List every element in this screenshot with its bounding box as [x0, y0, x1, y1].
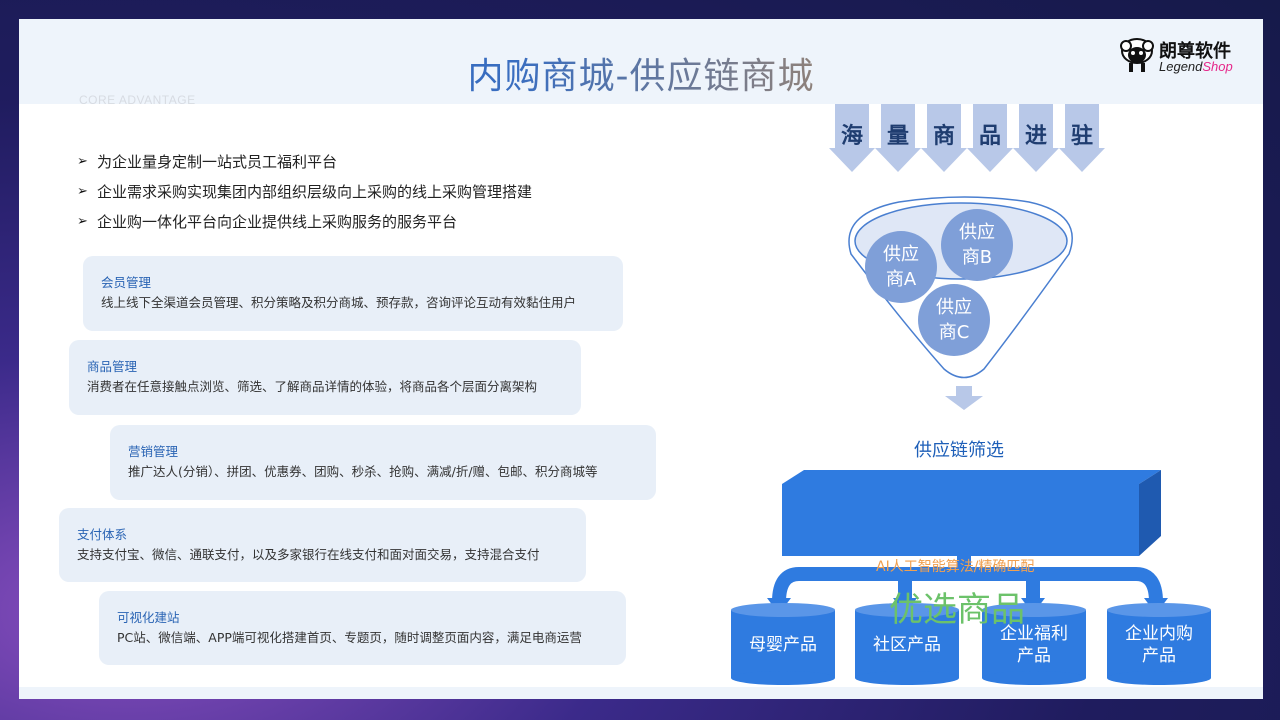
- bullet-list: ➢为企业量身定制一站式员工福利平台 ➢企业需求采购实现集团内部组织层级向上采购的…: [77, 151, 532, 241]
- card-title: 营销管理: [128, 444, 179, 459]
- page-title: 内购商城-供应链商城: [19, 47, 1263, 99]
- ai-label: AI人工智能算法/精确匹配: [876, 559, 1035, 575]
- feature-card-sitebuilder: 可视化建站 PC站、微信端、APP端可视化搭建首页、专题页，随时调整页面内容，满…: [99, 591, 626, 665]
- output-label-community: 社区产品: [873, 635, 941, 655]
- card-title: 会员管理: [101, 275, 152, 290]
- card-desc: 消费者在任意接触点浏览、筛选、了解商品详情的体验，将商品各个层面分离架构: [87, 379, 538, 394]
- sheep-logo-icon: [1120, 38, 1154, 72]
- funnel-graphic: [731, 196, 1211, 685]
- logo-text-en: LegendShop: [1159, 59, 1233, 74]
- top-char: 量: [886, 124, 909, 149]
- company-logo: 朗尊软件 LegendShop: [1117, 35, 1247, 79]
- supply-chain-diagram: 海 量 商 品 进 驻: [699, 104, 1259, 689]
- chevron-down-icon: [875, 104, 921, 172]
- chevron-down-icon: [921, 104, 967, 172]
- top-char: 海: [840, 124, 863, 149]
- card-title: 商品管理: [87, 359, 138, 374]
- supplier-a-label: 供应商A: [883, 244, 919, 290]
- page-subtitle: CORE ADVANTAGE: [79, 93, 196, 107]
- top-char: 进: [1024, 124, 1047, 149]
- output-label-baby: 母婴产品: [749, 635, 817, 655]
- supplier-c-bubble: [918, 284, 990, 356]
- chevron-down-icon: [829, 104, 875, 172]
- feature-card-payment: 支付体系 支持支付宝、微信、通联支付，以及多家银行在线支付和面对面交易，支持混合…: [59, 508, 586, 582]
- cylinder-2: [855, 603, 959, 685]
- card-title: 可视化建站: [117, 610, 180, 625]
- top-char: 驻: [1070, 124, 1093, 149]
- supplier-b-bubble: [941, 209, 1013, 281]
- supplier-c-label: 供应商C: [936, 297, 972, 343]
- cylinder-4: [1107, 603, 1211, 685]
- bullet-item: ➢企业需求采购实现集团内部组织层级向上采购的线上采购管理搭建: [77, 183, 533, 201]
- supplier-a-bubble: [865, 231, 937, 303]
- arrow-down-icon: [945, 386, 983, 410]
- feature-card-product: 商品管理 消费者在任意接触点浏览、筛选、了解商品详情的体验，将商品各个层面分离架…: [69, 340, 581, 415]
- output-label-welfare: 企业福利产品: [1000, 624, 1068, 666]
- card-desc: PC站、微信端、APP端可视化搭建首页、专题页，随时调整页面内容，满足电商运营: [117, 630, 582, 645]
- featured-products-label: 优选商品: [889, 590, 1025, 630]
- chevron-down-icon: [967, 104, 1013, 172]
- feature-card-member: 会员管理 线上线下全渠道会员管理、积分策略及积分商城、预存款，咨询评论互动有效黏…: [83, 256, 623, 331]
- bullet-item: ➢企业购一体化平台向企业提供线上采购服务的服务平台: [77, 213, 458, 231]
- cylinder-1: [731, 603, 835, 685]
- output-label-internal: 企业内购产品: [1125, 624, 1193, 666]
- top-char: 品: [978, 124, 1001, 149]
- top-char: 商: [932, 124, 955, 149]
- card-desc: 支持支付宝、微信、通联支付，以及多家银行在线支付和面对面交易，支持混合支付: [77, 547, 540, 562]
- supplier-b-label: 供应商B: [959, 222, 995, 268]
- filter-label: 供应链筛选: [914, 440, 1004, 461]
- card-title: 支付体系: [77, 527, 128, 542]
- chevron-down-icon: [1013, 104, 1059, 172]
- cylinder-3: [982, 603, 1086, 685]
- feature-card-marketing: 营销管理 推广达人(分销）、拼团、优惠券、团购、秒杀、抢购、满减/折/赠、包邮、…: [110, 425, 656, 500]
- slide: 内购商城-供应链商城 CORE ADVANTAGE 朗尊软件 LegendSho…: [19, 19, 1263, 699]
- logo-text-cn: 朗尊软件: [1159, 41, 1231, 62]
- chevron-down-icon: [1059, 104, 1105, 172]
- card-desc: 线上线下全渠道会员管理、积分策略及积分商城、预存款，咨询评论互动有效黏住用户: [101, 295, 577, 310]
- card-desc: 推广达人(分销）、拼团、优惠券、团购、秒杀、抢购、满减/折/赠、包邮、积分商城等: [128, 464, 598, 479]
- bullet-item: ➢为企业量身定制一站式员工福利平台: [77, 153, 338, 171]
